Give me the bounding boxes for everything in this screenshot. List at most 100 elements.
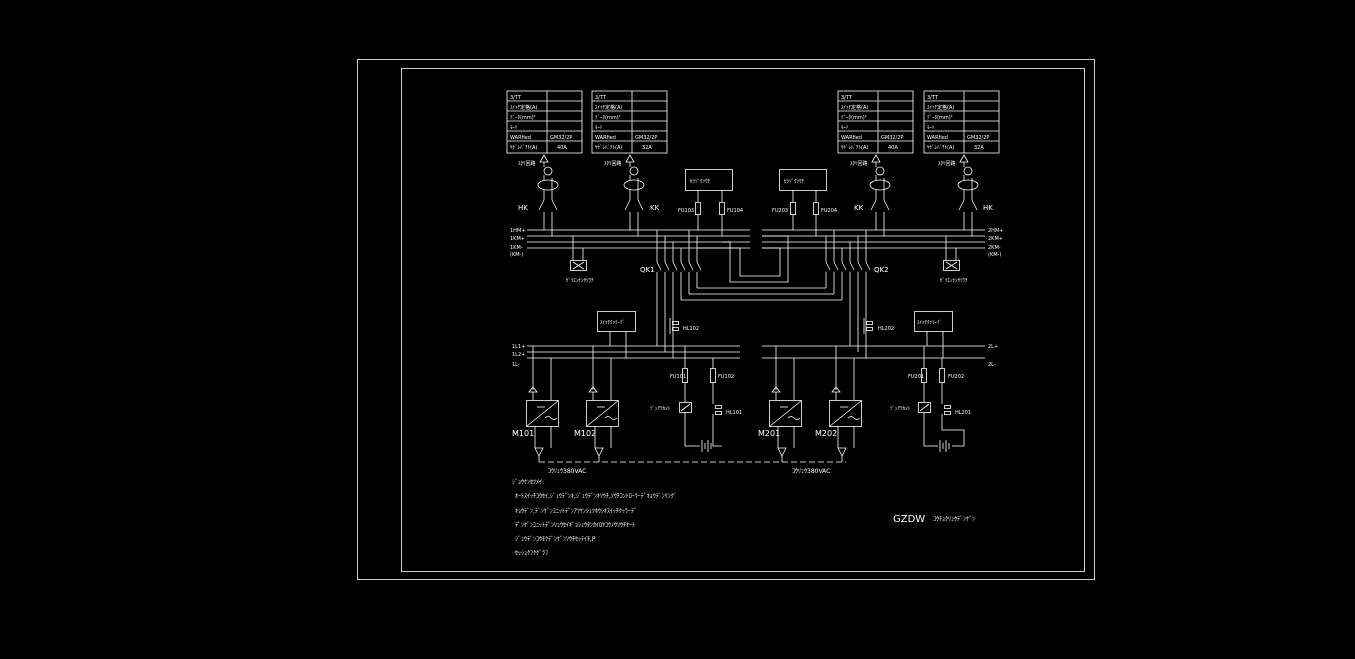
bus-2l-minus: 2L- <box>988 362 996 368</box>
table4-r6c2: 32A <box>974 145 984 151</box>
table1-r3c1: ﾃﾞｰﾀ(mm)² <box>510 114 536 121</box>
hl101-label: HL101 <box>726 410 742 416</box>
bus-1l-minus: 1L- <box>512 362 520 368</box>
feeder-3-switch: KK <box>854 204 864 212</box>
feeder-1: ｽﾀﾘ回路 HK <box>518 154 559 236</box>
ac-label-right: ｺｳﾘｭｳ380VAC <box>792 468 830 475</box>
notes-line-1: ｵｰﾄｽｲｯﾁｺｳｾｲ,ｼﾞｭｳﾃﾞﾝｷ,ｼﾞｭｳﾃﾞﾝｷｿｳﾁ,ｿｳﾁｺﾝﾄﾛ… <box>515 493 677 500</box>
table3-r3c1: ﾃﾞｰﾀ(mm)² <box>841 114 867 121</box>
controller-box-left: ｽｲｯﾁｸｯﾗｰﾃﾞ <box>597 311 636 358</box>
feeder-3: ｽﾀﾘ回路 KK <box>850 154 891 236</box>
module-m102: M102 <box>574 346 619 462</box>
table2-r2c1: ｽｲｯﾁ定格(A) <box>595 104 622 111</box>
bus-sub-left: (KM-) <box>510 252 523 258</box>
m202-label: M202 <box>815 429 837 438</box>
table2-r4c1: ﾓｰﾄ <box>595 125 603 131</box>
table2-r1c1: 3/TT <box>595 95 607 101</box>
notes-title: ｼﾞｮｳｹﾝｾﾂﾒｲ: <box>512 479 544 486</box>
ac-input-line: ｺｳﾘｭｳ380VAC ｺｳﾘｭｳ380VAC <box>539 461 846 475</box>
controller-left-label: ｽｲｯﾁｸｯﾗｰﾃﾞ <box>600 319 625 326</box>
ac-label-left: ｺｳﾘｭｳ380VAC <box>548 468 586 475</box>
top-bus-left: 1HM+ 1KM+ 1KM- (KM-) <box>510 228 750 258</box>
bus-2l-plus: 2L+ <box>988 344 998 350</box>
bus-1hm-plus: 1HM+ <box>510 228 525 234</box>
monitor-box-2: ｾﾂｿﾞｸｿｳﾁ <box>779 169 827 202</box>
feeder-4: ｽﾀﾘ回路 HK <box>938 154 993 236</box>
insulation-right-label: ｾﾞﾂｴﾝｹﾝｻｿｳﾁ <box>940 277 968 284</box>
hl202-label: HL202 <box>878 326 894 332</box>
module-m202: M202 <box>815 346 862 462</box>
m201-label: M201 <box>758 429 780 438</box>
controller-right-label: ｽｲｯﾁｸｯﾗｰﾃﾞ <box>917 319 942 326</box>
bottom-bus-left: 1L1+ 1L2+ 1L- <box>512 344 740 368</box>
table1-r4c1: ﾓｰﾄ <box>510 125 518 131</box>
table3-r4c1: ﾓｰﾄ <box>841 125 849 131</box>
table3-r2c1: ｽｲｯﾁ定格(A) <box>841 104 868 111</box>
feeder-2-label: ｽﾀﾘ回路 <box>604 160 622 167</box>
bus-1l1-plus: 1L1+ <box>512 344 525 350</box>
relay-left-label: ﾃﾞﾝｱﾂｶﾝｼ <box>650 405 671 412</box>
qk1-switch: QK1 <box>640 230 702 358</box>
insulation-left-label: ｾﾞﾂｴﾝｹﾝｻｿｳﾁ <box>566 277 594 284</box>
bottom-left-aux: FU101 FU102 ﾃﾞﾝｱﾂｶﾝｼ HL101 <box>650 346 742 452</box>
table1-r6c2: 40A <box>557 145 567 151</box>
hl102-label: HL102 <box>683 326 699 332</box>
table3-r5c2: GM32/2P <box>881 135 903 141</box>
table1-r6c1: ﾔｹﾞﾚﾊﾞﾁﾄ(A) <box>510 144 537 151</box>
fuse-fu102: FU102 <box>718 374 734 380</box>
bus-1l2-plus: 1L2+ <box>512 352 525 358</box>
table4-r2c1: ｽｲｯﾁ定格(A) <box>927 104 954 111</box>
notes-line-2: ｷｮｳﾃﾞﾝ,ﾃﾞﾝｹﾞﾝﾕﾆｯﾄﾃﾞﾝｱﾂｹﾝｼｭﾂﾎｳｼｷｽｲｯﾁｸｯﾗｰﾃ… <box>515 508 637 515</box>
table4-r5c1: WARfied <box>927 135 948 141</box>
table2-r6c2: 32A <box>642 145 652 151</box>
indicator-hl102: HL102 <box>669 318 699 334</box>
notes-block: ｼﾞｮｳｹﾝｾﾂﾒｲ: ｵｰﾄｽｲｯﾁｺｳｾｲ,ｼﾞｭｳﾃﾞﾝｷ,ｼﾞｭｳﾃﾞﾝ… <box>512 479 677 557</box>
table4-r3c1: ﾃﾞｰﾀ(mm)² <box>927 114 953 121</box>
table3-r1c1: 3/TT <box>841 95 853 101</box>
table4-r6c1: ﾔｹﾞﾚﾊﾞﾁﾄ(A) <box>927 144 954 151</box>
bus-2km-minus: 2KM- <box>988 245 1001 251</box>
monitor-box-1-label: ｾﾂｿﾞｸｿｳﾁ <box>690 178 711 185</box>
qk2-switch: QK2 <box>825 230 889 358</box>
spec-table-2: 3/TT ｽｲｯﾁ定格(A) ﾃﾞｰﾀ(mm)² ﾓｰﾄ WARfied ﾔｹﾞ… <box>591 90 668 154</box>
table4-r4c1: ﾓｰﾄ <box>927 125 935 131</box>
feeder-4-switch: HK <box>983 204 993 212</box>
spec-table-3: 3/TT ｽｲｯﾁ定格(A) ﾃﾞｰﾀ(mm)² ﾓｰﾄ WARfied ﾔｹﾞ… <box>837 90 914 154</box>
bus-sub-right: (KM-) <box>988 252 1001 258</box>
bottom-right-aux: FU201 FU202 ﾃﾞﾝｱﾂｶﾝｼ HL201 <box>890 346 971 452</box>
notes-line-4: ｼﾞｭｳﾃﾞﾝｺｳﾓｸﾃﾞﾝｹﾞﾝｿｳﾁｾｯﾃｲﾁ,P <box>515 536 596 543</box>
fuse-fu103: FU103 <box>678 208 694 214</box>
monitor-box-1: ｾﾂｿﾞｸｿｳﾁ <box>685 169 733 202</box>
monitor-box-2-label: ｾﾂｿﾞｸｿｳﾁ <box>784 178 805 185</box>
fuse-fu201: FU201 <box>908 374 924 380</box>
feeder-2: ｽﾀﾘ回路 KK <box>604 154 660 236</box>
controller-box-right: ｽｲｯﾁｸｯﾗｰﾃﾞ <box>914 311 953 358</box>
top-fuses: FU103 FU104 FU203 FU204 <box>678 202 837 236</box>
title-code: GZDW <box>893 514 925 525</box>
table1-r2c1: ｽｲｯﾁ定格(A) <box>510 104 537 111</box>
spec-table-4: 3/TT ｽｲｯﾁ定格(A) ﾃﾞｰﾀ(mm)² ﾓｰﾄ WARfied ﾔｹﾞ… <box>923 90 1000 154</box>
table1-r1c1: 3/TT <box>510 95 522 101</box>
qk1-label: QK1 <box>640 266 655 274</box>
title-block: GZDW ｺｳﾁｮｸﾘｭｳﾃﾞﾝｹﾞﾝ <box>893 514 975 525</box>
module-m201: M201 <box>758 346 802 462</box>
outer-border <box>357 59 1095 580</box>
insulation-monitor-left: ｾﾞﾂｴﾝｹﾝｻｿｳﾁ <box>566 236 594 284</box>
m101-label: M101 <box>512 429 534 438</box>
table3-r6c2: 40A <box>888 145 898 151</box>
m102-label: M102 <box>574 429 596 438</box>
spec-table-1: 3/TT ｽｲｯﾁ定格(A) ﾃﾞｰﾀ(mm)² ﾓｰﾄ WARfied ﾔｹﾞ… <box>506 90 583 154</box>
table2-r5c2: GM32/2P <box>635 135 657 141</box>
feeder-1-label: ｽﾀﾘ回路 <box>518 160 536 167</box>
hl201-label: HL201 <box>955 410 971 416</box>
table1-r5c1: WARfied <box>510 135 531 141</box>
table2-r3c1: ﾃﾞｰﾀ(mm)² <box>595 114 621 121</box>
cross-links <box>681 235 842 301</box>
top-bus-right: 2HM+ 2KM+ 2KM- (KM-) <box>762 228 1003 258</box>
relay-right-label: ﾃﾞﾝｱﾂｶﾝｼ <box>890 405 911 412</box>
feeder-1-switch: HK <box>518 204 528 212</box>
table3-r6c1: ﾔｹﾞﾚﾊﾞﾁﾄ(A) <box>841 144 868 151</box>
fuse-fu202: FU202 <box>948 374 964 380</box>
inner-border <box>401 68 1085 572</box>
